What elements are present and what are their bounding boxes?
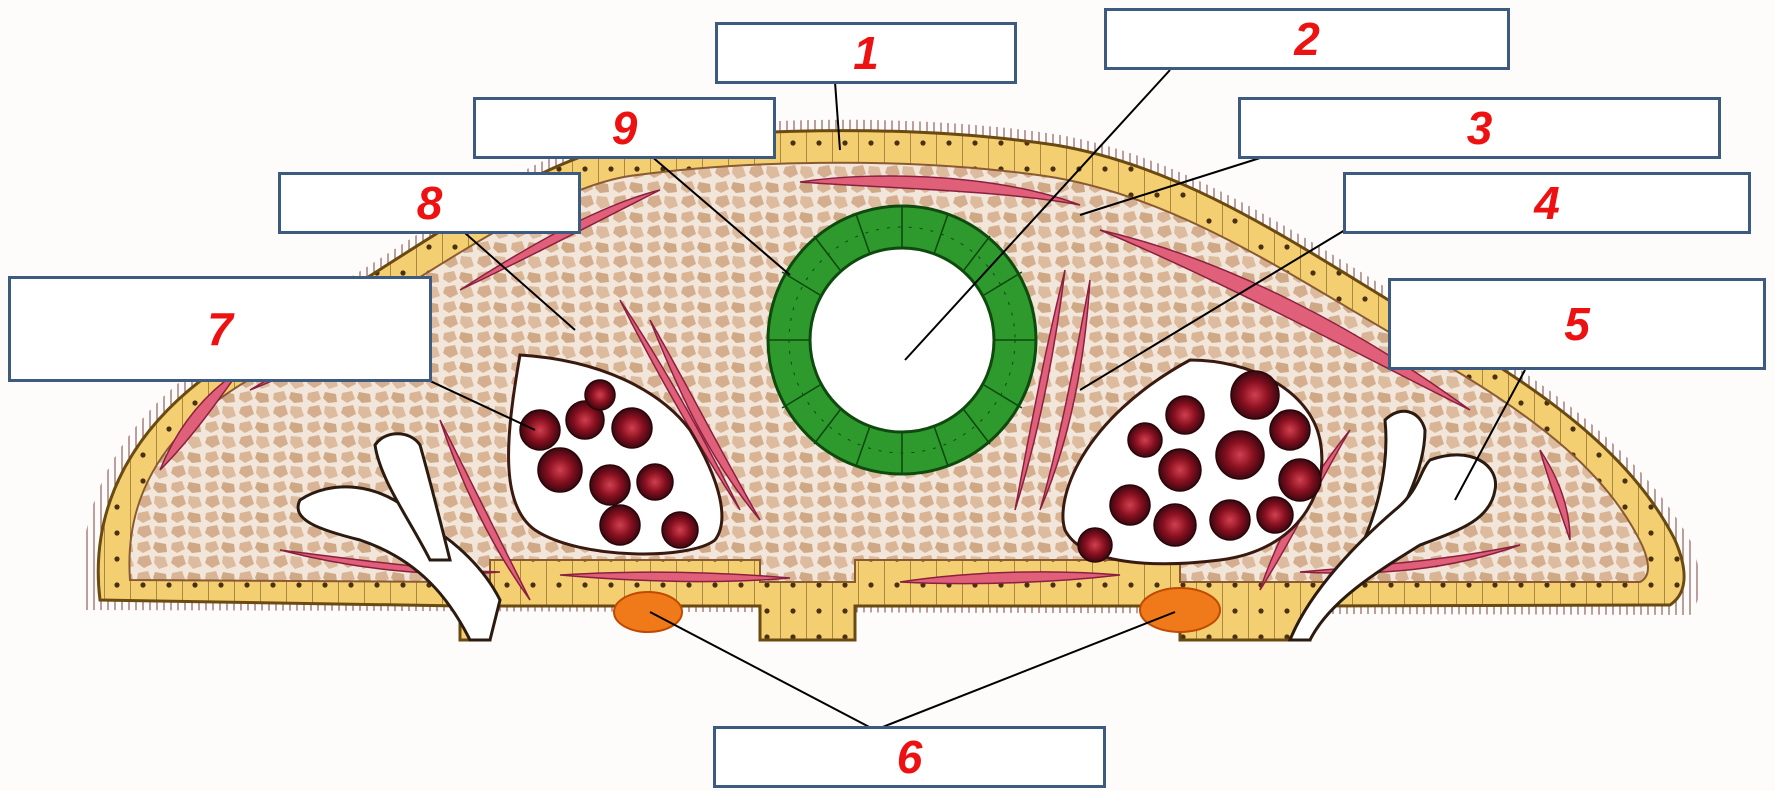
- label-box-5[interactable]: 5: [1388, 278, 1766, 370]
- nerve-cord-right: [1140, 588, 1220, 632]
- label-box-4[interactable]: 4: [1343, 172, 1751, 234]
- label-number: 3: [1467, 105, 1493, 151]
- label-box-1[interactable]: 1: [715, 22, 1017, 84]
- label-box-9[interactable]: 9: [473, 97, 776, 159]
- label-number: 5: [1564, 301, 1590, 347]
- label-box-6[interactable]: 6: [713, 726, 1106, 788]
- label-number: 7: [207, 306, 233, 352]
- label-box-7[interactable]: 7: [8, 276, 432, 382]
- label-box-8[interactable]: 8: [278, 172, 581, 234]
- label-number: 2: [1294, 16, 1320, 62]
- label-box-3[interactable]: 3: [1238, 97, 1721, 159]
- label-number: 4: [1534, 180, 1560, 226]
- label-number: 1: [853, 30, 879, 76]
- label-number: 8: [417, 180, 443, 226]
- label-box-2[interactable]: 2: [1104, 8, 1510, 70]
- label-number: 9: [612, 105, 638, 151]
- label-number: 6: [897, 734, 923, 780]
- intestine: [768, 206, 1036, 474]
- nerve-cord-left: [614, 592, 682, 632]
